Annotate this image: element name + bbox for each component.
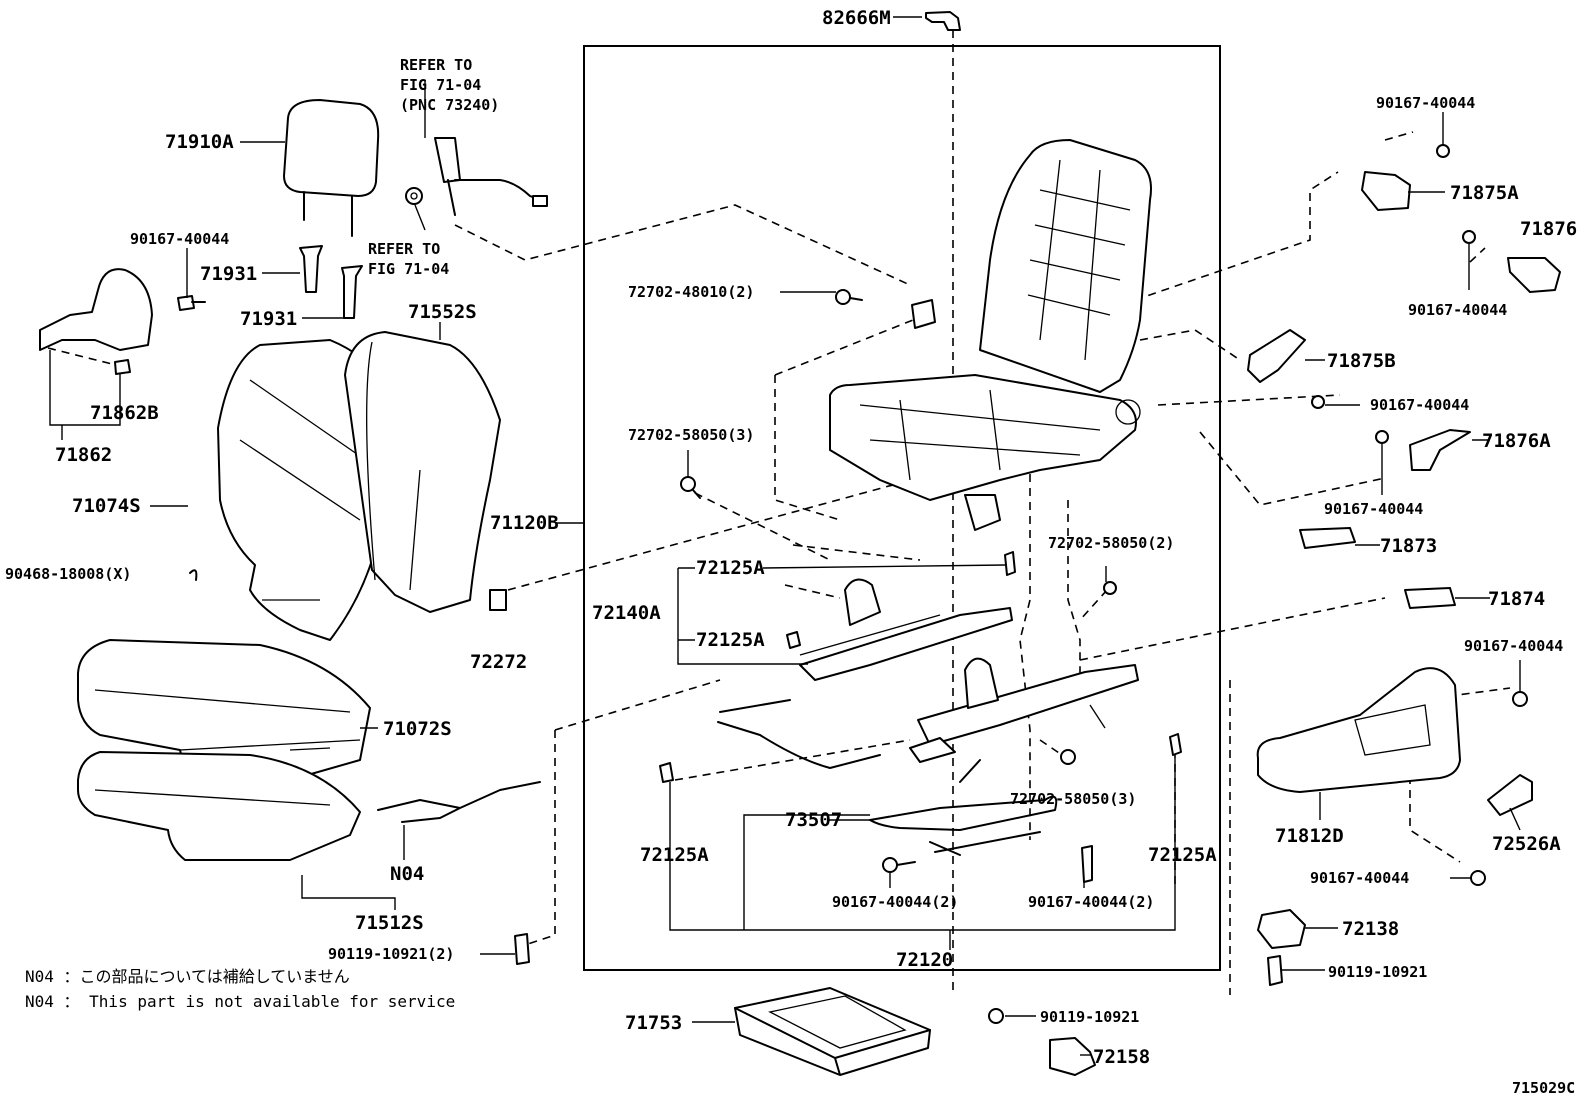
part-clip-90468 <box>189 569 198 581</box>
figure-id: 715029C <box>1512 1079 1575 1097</box>
label-72125a-b: 72125A <box>696 629 765 651</box>
part-seat-track-lower <box>909 657 1139 763</box>
part-71931-guides <box>299 245 363 319</box>
label-90167-40044-g: 90167-40044 <box>1310 869 1409 887</box>
leader-lines <box>49 16 1521 1056</box>
label-90468: 90468-18008(X) <box>5 565 131 583</box>
label-72702-58050-3b: 72702-58050(3) <box>1010 790 1136 808</box>
label-90119-10921-c: 90119-10921 <box>1328 963 1427 981</box>
label-90167-40044-c: 90167-40044 <box>1408 301 1507 319</box>
label-71074s: 71074S <box>72 495 141 517</box>
part-72138 <box>1257 909 1306 949</box>
part-seat-frame <box>829 139 1152 531</box>
label-refer2-line1: REFER TO <box>368 240 440 258</box>
seat-frame-box <box>583 45 1221 971</box>
label-72125a-c: 72125A <box>640 844 709 866</box>
part-71873 <box>1299 527 1356 549</box>
label-72272: 72272 <box>470 651 527 673</box>
label-72140a: 72140A <box>592 602 661 624</box>
label-72125a-d: 72125A <box>1148 844 1217 866</box>
note-japanese: N04 ：この部品については補給していません <box>25 967 350 986</box>
label-71812d: 71812D <box>1275 825 1344 847</box>
label-72526a: 72526A <box>1492 833 1561 855</box>
part-72158 <box>1049 1037 1096 1076</box>
label-72125a-a: 72125A <box>696 557 765 579</box>
part-seat-track-upper <box>799 578 1013 681</box>
label-71072s: 71072S <box>383 718 452 740</box>
label-72702-48010: 72702-48010(2) <box>628 283 754 301</box>
label-90119-10921-b: 90119-10921 <box>1040 1008 1139 1026</box>
label-71875b: 71875B <box>1327 350 1396 372</box>
label-72120: 72120 <box>896 949 953 971</box>
label-71862b: 71862B <box>90 402 159 424</box>
part-seatback-pad <box>344 331 501 613</box>
label-72702-58050-3a: 72702-58050(3) <box>628 426 754 444</box>
label-90167-40044-b: 90167-40044 <box>1376 94 1475 112</box>
label-82666m: 82666M <box>822 7 891 29</box>
label-71862: 71862 <box>55 444 112 466</box>
label-71120b: 71120B <box>490 512 559 534</box>
part-71862-shield <box>39 268 153 351</box>
part-bolt-90119-b <box>988 1008 1004 1024</box>
label-71876a: 71876A <box>1482 430 1551 452</box>
part-71875a <box>1361 144 1450 211</box>
part-labels: 82666M REFER TO FIG 71-04 (PNC 73240) 71… <box>5 7 1577 1097</box>
part-bolt-90119-c <box>1267 955 1283 986</box>
part-bolt-90119-a <box>514 933 530 965</box>
part-71876a <box>1375 429 1471 471</box>
part-71876 <box>1462 230 1561 293</box>
part-bolt-90167-g <box>1470 870 1486 886</box>
label-n04: N04 <box>390 863 424 885</box>
label-71910a: 71910A <box>165 131 234 153</box>
label-71552s: 71552S <box>408 301 477 323</box>
part-rod <box>717 699 881 769</box>
label-71931-b: 71931 <box>240 308 297 330</box>
label-90167-40044-a: 90167-40044 <box>130 230 229 248</box>
part-71812d-shield <box>1256 667 1461 793</box>
label-90167-40044-e: 90167-40044 <box>1324 500 1423 518</box>
part-72526a-knob <box>1487 774 1533 816</box>
label-71876: 71876 <box>1520 218 1577 240</box>
part-73507 <box>869 759 1058 856</box>
label-71875a: 71875A <box>1450 182 1519 204</box>
label-refer-line1: REFER TO <box>400 56 472 74</box>
part-n04-harness <box>377 781 541 823</box>
part-82666m <box>925 11 961 31</box>
label-73507: 73507 <box>785 809 842 831</box>
part-headrest <box>283 99 380 237</box>
label-90167-40044-f: 90167-40044 <box>1464 637 1563 655</box>
label-90167-40044-2b: 90167-40044(2) <box>1028 893 1154 911</box>
part-71753-tray <box>734 987 931 1076</box>
part-cushion-pad <box>77 751 361 861</box>
label-refer-line3: (PNC 73240) <box>400 96 499 114</box>
part-cushion-cover <box>77 639 371 791</box>
note-english: N04 ： This part is not available for ser… <box>25 992 455 1011</box>
label-90119-10921-2: 90119-10921(2) <box>328 945 454 963</box>
part-71875b <box>1247 329 1325 409</box>
part-seatback-cover <box>217 339 393 641</box>
part-seatbelt-buckle <box>405 137 548 216</box>
label-71873: 71873 <box>1380 535 1437 557</box>
part-72272 <box>489 589 507 611</box>
part-frame-bolts <box>680 289 1117 883</box>
label-71874: 71874 <box>1488 588 1545 610</box>
label-72158: 72158 <box>1093 1046 1150 1068</box>
label-refer-line2: FIG 71-04 <box>400 76 481 94</box>
label-72702-58050-2: 72702-58050(2) <box>1048 534 1174 552</box>
part-clips-72125a <box>659 551 1182 783</box>
part-71874 <box>1404 587 1456 609</box>
label-90167-40044-2a: 90167-40044(2) <box>832 893 958 911</box>
label-72138: 72138 <box>1342 918 1399 940</box>
label-71931-a: 71931 <box>200 263 257 285</box>
part-bolt-90167-f <box>1512 691 1528 707</box>
label-71512s: 71512S <box>355 912 424 934</box>
label-90167-40044-d: 90167-40044 <box>1370 396 1469 414</box>
label-71753: 71753 <box>625 1012 682 1034</box>
label-refer2-line2: FIG 71-04 <box>368 260 449 278</box>
